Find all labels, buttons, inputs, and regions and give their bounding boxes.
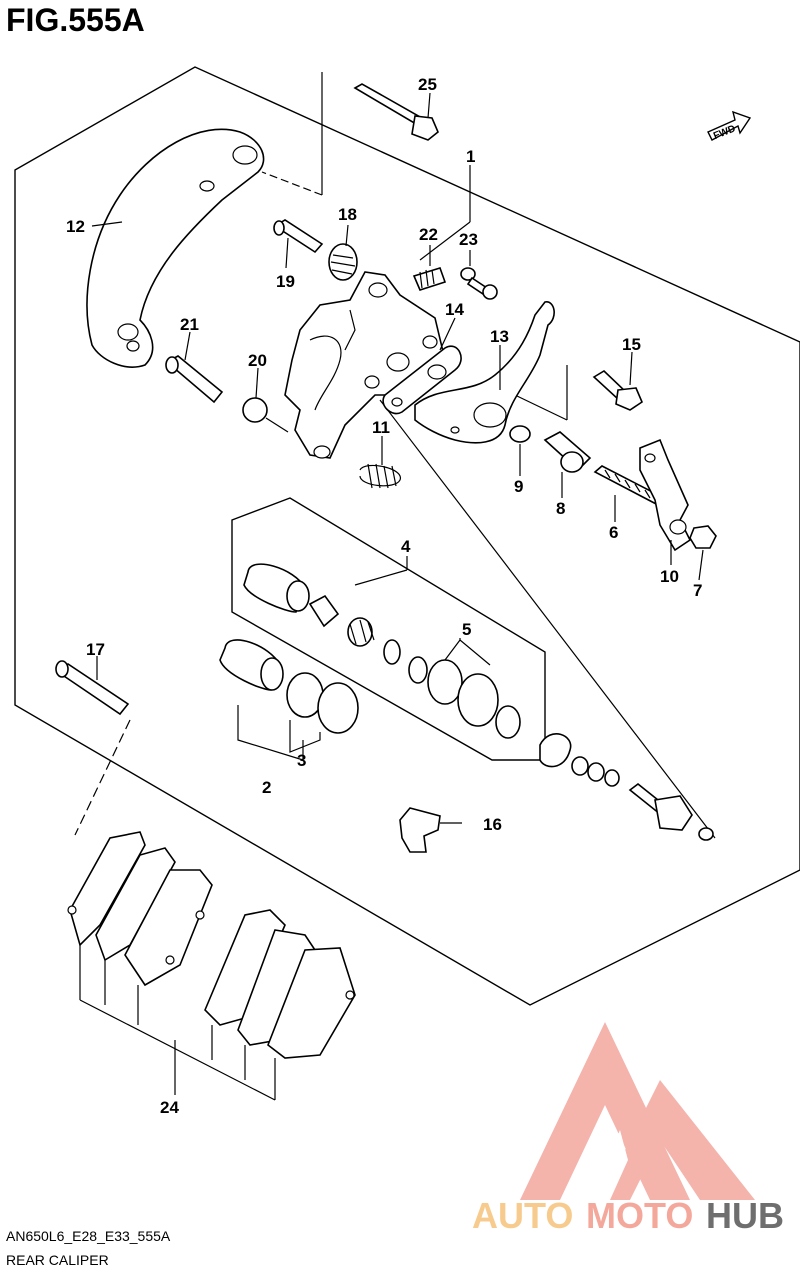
figure-code: AN650L6_E28_E33_555A — [6, 1228, 171, 1244]
callout-7: 7 — [693, 581, 702, 600]
part-7-nut — [689, 525, 717, 549]
callout-11: 11 — [372, 418, 390, 437]
callout-18: 18 — [338, 205, 357, 224]
callout-14: 14 — [445, 300, 464, 319]
callout-labels: 25 1 12 18 22 23 19 14 13 21 20 15 11 9 … — [66, 75, 702, 1117]
callout-22: 22 — [419, 225, 438, 244]
callout-6: 6 — [609, 523, 618, 542]
fwd-label: FWD — [712, 123, 737, 142]
callout-24: 24 — [160, 1098, 179, 1117]
callout-20: 20 — [248, 351, 267, 370]
callout-8: 8 — [556, 499, 565, 518]
callout-16: 16 — [483, 815, 502, 834]
figure-title: FIG.555A — [6, 2, 145, 38]
fwd-arrow-icon: FWD — [707, 110, 752, 142]
part-21-pin — [165, 355, 224, 404]
watermark-part1: AUTO — [472, 1195, 573, 1236]
callout-12: 12 — [66, 217, 85, 236]
callout-4: 4 — [401, 537, 411, 556]
callout-19: 19 — [276, 272, 295, 291]
part-1-caliper-body — [284, 271, 446, 459]
part-19-bolt — [273, 219, 324, 254]
part-8-adjuster — [543, 431, 592, 473]
bleed-adjuster-parts — [539, 733, 714, 841]
part-11-spring — [359, 463, 401, 489]
watermark-part2: MOTO — [586, 1195, 693, 1236]
part-24-brake-pads — [67, 831, 356, 1059]
callout-3: 3 — [297, 751, 306, 770]
part-14-gasket — [382, 345, 462, 415]
part-4-plunger-parts — [308, 594, 521, 739]
part-12-bracket — [86, 128, 265, 368]
callout-9: 9 — [514, 477, 523, 496]
part-25-bolt — [261, 72, 439, 196]
figure-caption: REAR CALIPER — [6, 1252, 109, 1268]
part-9-oring — [509, 425, 531, 443]
part-10-lever — [639, 438, 692, 552]
part-20-boot — [242, 397, 289, 433]
part-13-pad-spring — [414, 301, 568, 444]
part-17-pin — [55, 660, 131, 836]
part-2-piston — [219, 639, 284, 691]
callout-15: 15 — [622, 335, 641, 354]
part-16-clip — [399, 807, 462, 853]
assembly-outline — [14, 66, 800, 1006]
callout-5: 5 — [462, 620, 471, 639]
callout-13: 13 — [490, 327, 509, 346]
callout-10: 10 — [660, 567, 679, 586]
part-23-cap — [460, 267, 498, 300]
callout-25: 25 — [418, 75, 437, 94]
part-15-bolt — [592, 370, 643, 411]
callout-17: 17 — [86, 640, 105, 659]
part-4-piston — [243, 563, 310, 613]
callout-2: 2 — [262, 778, 271, 797]
watermark-part3: HUB — [706, 1195, 784, 1236]
part-22-bleeder — [412, 267, 447, 291]
callout-23: 23 — [459, 230, 478, 249]
part-3-seals — [286, 672, 359, 734]
watermark-logo — [520, 1022, 755, 1200]
callout-1: 1 — [466, 147, 475, 166]
watermark-wordmark: AUTO MOTO HUB — [472, 1195, 784, 1236]
callout-21: 21 — [180, 315, 199, 334]
leader-lines — [91, 92, 704, 680]
part-18-boot — [328, 243, 358, 281]
